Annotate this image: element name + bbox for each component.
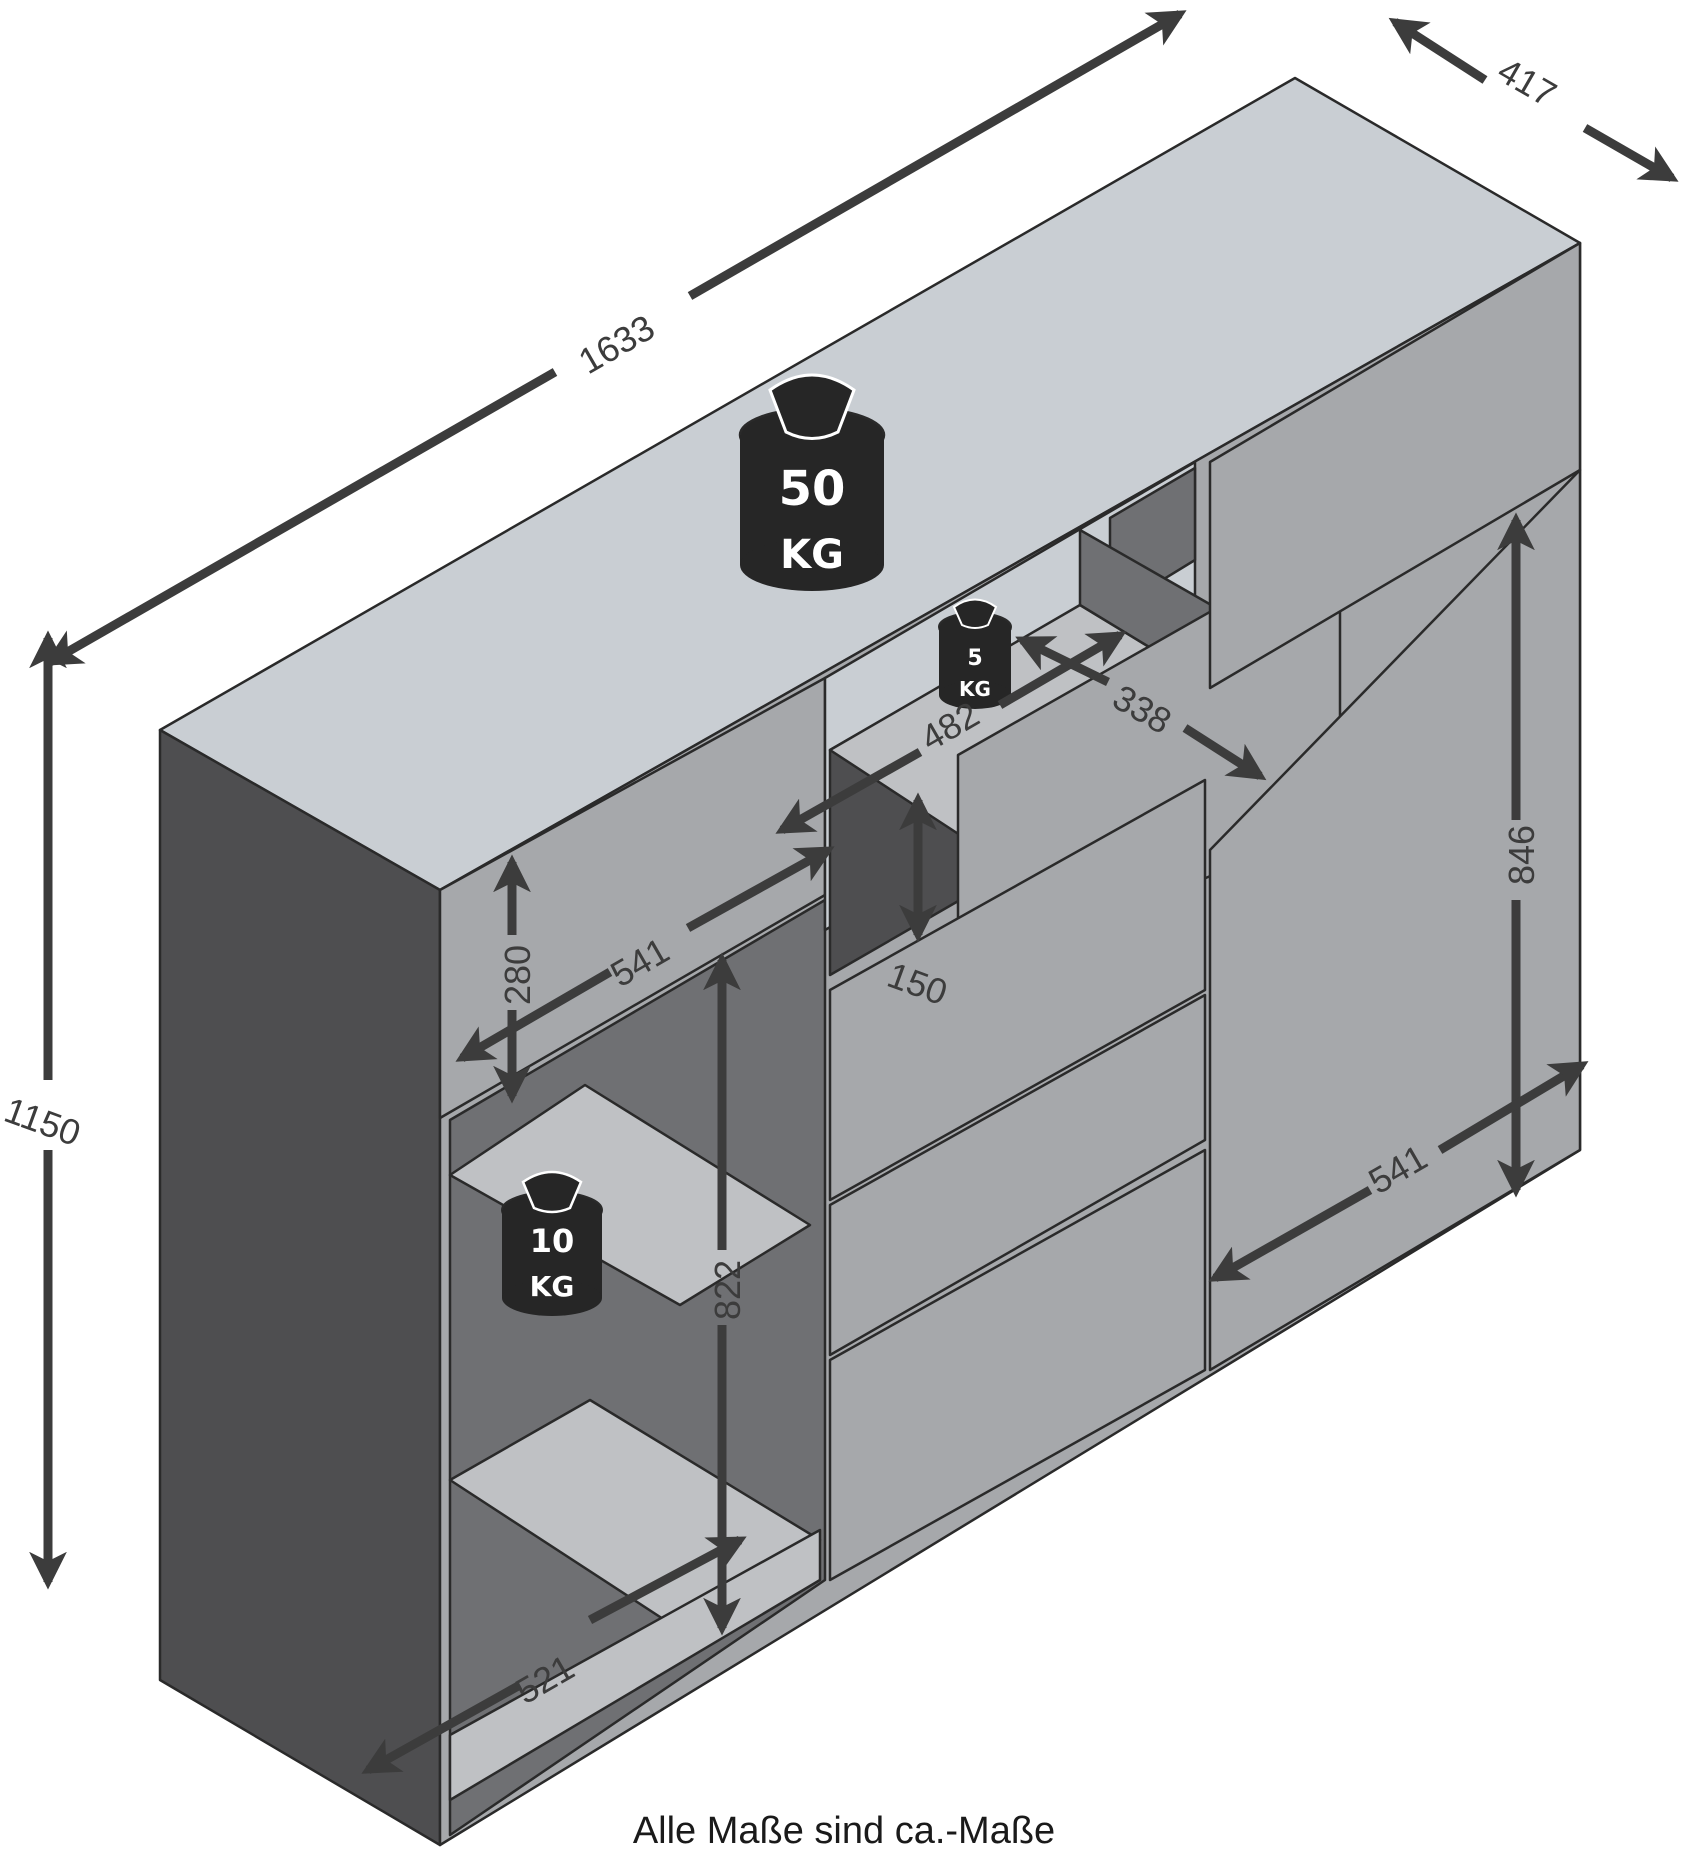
arrow-drawer-depth-a: [1015, 635, 1110, 687]
label-compartment-height: 822: [707, 1260, 748, 1320]
arrow-flap-width-b: [685, 846, 835, 932]
weight-shelf-value: 10: [530, 1222, 575, 1260]
arrow-door-width-b: [1437, 1061, 1589, 1154]
right-door: [1208, 468, 1582, 1372]
label-depth: 417: [1491, 49, 1564, 115]
middle-drawer-1: [828, 778, 1207, 1202]
cabinet: [158, 76, 1582, 1847]
arrow-door-width-a: [1208, 1186, 1373, 1282]
caption: Alle Maße sind ca.-Maße: [632, 1810, 1056, 1852]
weight-shelf: 10 KG: [501, 1170, 603, 1316]
cabinet-left-side: [158, 728, 442, 1847]
compartment-floor: [448, 1528, 822, 1802]
weight-drawer: 5 KG: [938, 598, 1012, 709]
arrow-drawer-depth-b: [1182, 724, 1267, 781]
arrow-flap-width-a: [455, 968, 613, 1062]
middle-drawer-3: [828, 1148, 1207, 1582]
weight-top: 50 KG: [738, 373, 886, 591]
label-flap-height: 280: [497, 945, 538, 1005]
dimension-arrows: [29, 10, 1679, 1774]
arrow-compartment-width-b: [587, 1536, 747, 1624]
weight-drawer-value: 5: [967, 646, 982, 671]
arrow-width-b: [687, 10, 1187, 300]
label-height: 1150: [0, 1089, 86, 1154]
middle-drawer-2: [828, 993, 1207, 1357]
arrow-depth-b: [1582, 124, 1679, 182]
weight-shelf-unit: KG: [530, 1270, 575, 1303]
arrow-compartment-width-a: [361, 1681, 523, 1774]
label-door-height: 846: [1501, 825, 1542, 885]
label-width: 1633: [572, 306, 662, 382]
arrow-drawer-width-b: [997, 631, 1127, 709]
arrow-width-a: [43, 368, 558, 666]
arrow-depth-a: [1388, 17, 1488, 84]
arrow-drawer-width-a: [775, 748, 923, 834]
weight-top-unit: KG: [780, 532, 844, 578]
weight-drawer-unit: KG: [959, 677, 991, 701]
weight-top-value: 50: [779, 461, 846, 517]
